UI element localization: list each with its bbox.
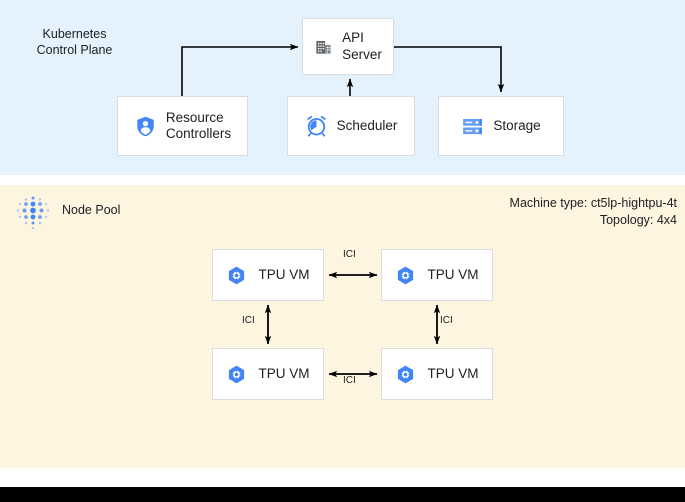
control-plane-title: Kubernetes Control Plane <box>36 27 113 57</box>
machine-type-text: Machine type: ct5lp-hightpu-4t <box>509 196 677 210</box>
node-api-server[interactable]: API Server <box>302 18 394 75</box>
building-icon <box>314 37 333 56</box>
node-pool-panel <box>0 185 685 468</box>
node-scheduler[interactable]: Scheduler <box>287 96 415 156</box>
node-tpu-vm-2-label: TPU VM <box>258 365 310 381</box>
node-tpu-vm-2[interactable]: TPU VM <box>212 348 324 400</box>
node-storage-label: Storage <box>493 117 541 133</box>
ici-label-bottom: ICI <box>343 375 356 386</box>
hexagon-gear-icon <box>395 265 416 286</box>
node-storage[interactable]: Storage <box>438 96 564 156</box>
node-tpu-vm-0[interactable]: TPU VM <box>212 249 324 301</box>
node-api-server-label: API Server <box>342 30 382 62</box>
ici-label-top: ICI <box>343 249 356 260</box>
alarm-clock-icon <box>305 115 328 138</box>
node-tpu-vm-3[interactable]: TPU VM <box>381 348 493 400</box>
node-tpu-vm-1[interactable]: TPU VM <box>381 249 493 301</box>
ici-label-right: ICI <box>440 315 453 326</box>
hexagon-gear-icon <box>226 265 247 286</box>
node-resource-controllers[interactable]: Resource Controllers <box>117 96 248 156</box>
machine-info: Machine type: ct5lp-hightpu-4t Topology:… <box>510 195 677 228</box>
node-tpu-vm-3-label: TPU VM <box>427 365 479 381</box>
node-pool-title: Node Pool <box>62 203 121 217</box>
shield-person-icon <box>134 115 157 138</box>
hexagon-gear-icon <box>395 364 416 385</box>
server-rack-icon <box>461 115 484 138</box>
ici-label-left: ICI <box>242 315 255 326</box>
hexagon-gear-icon <box>226 364 247 385</box>
dot-matrix-icon <box>14 194 52 232</box>
bottom-bar <box>0 487 685 502</box>
node-scheduler-label: Scheduler <box>336 117 398 133</box>
node-resource-controllers-label: Resource Controllers <box>165 109 232 142</box>
topology-text: Topology: 4x4 <box>599 212 677 227</box>
node-tpu-vm-1-label: TPU VM <box>427 266 479 282</box>
node-tpu-vm-0-label: TPU VM <box>258 266 310 282</box>
